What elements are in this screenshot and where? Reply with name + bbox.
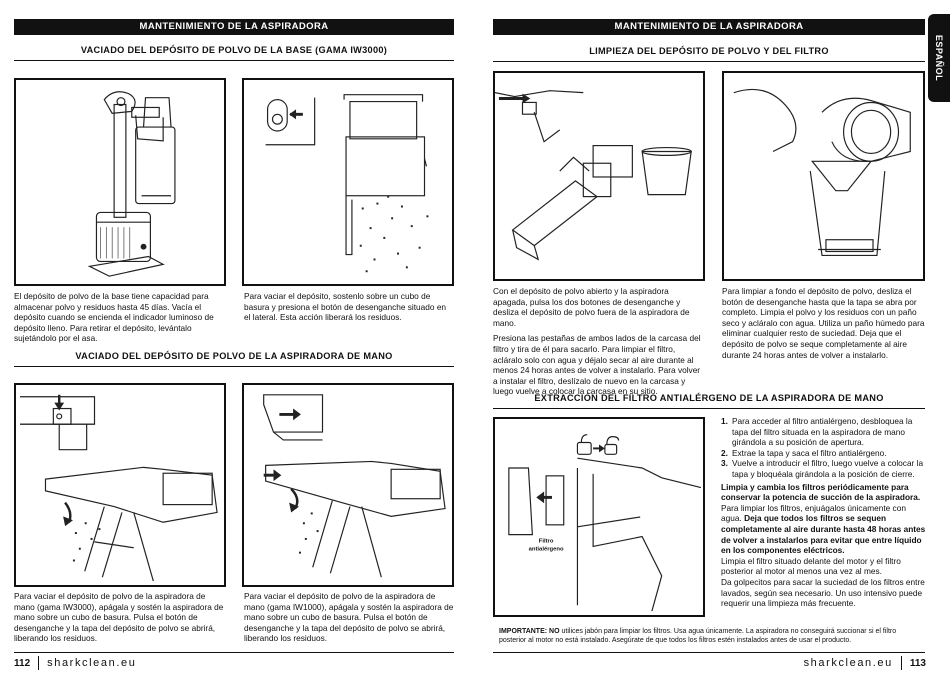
- step-1-text: Para acceder al filtro antialérgeno, des…: [732, 416, 913, 448]
- page-number: 112: [14, 657, 31, 669]
- right-page-header: MANTENIMIENTO DE LA ASPIRADORA: [493, 19, 925, 35]
- base-dustbin-illustration: [87, 91, 176, 277]
- dustbin-removal-text: Con el depósito de polvo abierto y la as…: [493, 286, 705, 397]
- filter-cleaning-bold-1: Limpia y cambia los filtros periódicamen…: [721, 481, 921, 503]
- base-dustbin-empty-illustration: [265, 94, 429, 273]
- filter-cleaning-text-1: Para limpiar los filtros, enjuágalos úni…: [721, 502, 906, 524]
- filter-label-line1: Filtro: [539, 538, 554, 544]
- handheld-iw1000-text: Para vaciar el depósito de polvo de la a…: [244, 591, 454, 644]
- figure-handheld-iw1000: [242, 383, 454, 587]
- divider: [493, 408, 925, 409]
- antiallergen-instructions: 1. Para acceder al filtro antialérgeno, d…: [721, 416, 926, 609]
- step-1: 1. Para acceder al filtro antialérgeno, d…: [721, 416, 926, 448]
- steps-list: 1. Para acceder al filtro antialérgeno, d…: [721, 416, 926, 480]
- filter-cleaning-text-2: Limpia el filtro situado delante del mot…: [721, 555, 901, 577]
- step-3-text: Vuelve a introducir el filtro, luego vue…: [732, 458, 924, 479]
- language-tab-label: ESPAÑOL: [934, 34, 944, 82]
- handheld-iw1000-illustration: [263, 394, 446, 578]
- step-3-number: 3.: [721, 458, 728, 469]
- base-dustbin-text: El depósito de polvo de la base tiene ca…: [14, 291, 214, 344]
- dustbin-clean-text: Para limpiar a fondo el depósito de polv…: [722, 286, 925, 360]
- section-title-handheld-dustbin: VACIADO DEL DEPÓSITO DE POLVO DE LA ASPI…: [75, 351, 393, 361]
- dustbin-clean-illustration: [733, 88, 911, 256]
- footer-rule: [493, 652, 925, 653]
- important-label: IMPORTANTE: NO: [499, 628, 560, 635]
- important-note: IMPORTANTE: NO utilices jabón para limpi…: [499, 628, 925, 646]
- section-title-base-dustbin: VACIADO DEL DEPÓSITO DE POLVO DE LA BASE…: [80, 45, 388, 55]
- dustbin-removal-illustration: [495, 90, 692, 261]
- site-link[interactable]: sharkclean.eu: [47, 656, 137, 669]
- step-2-text: Extrae la tapa y saca el filtro antialér…: [732, 447, 887, 458]
- footer-rule: [14, 652, 454, 653]
- figure-base-dustbin-empty: [242, 78, 454, 286]
- footer-separator: [900, 656, 902, 670]
- important-text: utilices jabón para limpiar los filtros.…: [499, 628, 897, 644]
- step-3: 3. Vuelve a introducir el filtro, luego v…: [721, 458, 926, 479]
- antiallergen-filter-illustration: Filtro antialérgeno: [508, 434, 702, 612]
- step-1-number: 1.: [721, 416, 728, 426]
- step-2: 2. Extrae la tapa y saca el filtro antial…: [721, 448, 926, 459]
- divider: [14, 366, 454, 367]
- page-number: 113: [909, 657, 926, 669]
- left-page: MANTENIMIENTO DE LA ASPIRADORA VACIADO D…: [14, 19, 454, 670]
- handheld-iw3000-text: Para vaciar el depósito de polvo de la a…: [14, 591, 224, 644]
- left-page-header: MANTENIMIENTO DE LA ASPIRADORA: [14, 19, 454, 35]
- divider: [14, 60, 454, 61]
- language-tab: ESPAÑOL: [928, 14, 950, 102]
- left-footer: 112 sharkclean.eu: [14, 656, 136, 670]
- section-title-dustbin-filter: LIMPIEZA DEL DEPÓSITO DE POLVO Y DEL FIL…: [589, 46, 829, 56]
- dustbin-removal-text-p2: Presiona las pestañas de ambos lados de …: [493, 333, 701, 397]
- figure-antiallergen-filter: Filtro antialérgeno: [493, 417, 705, 617]
- figure-base-dustbin: [14, 78, 226, 286]
- right-footer: sharkclean.eu 113: [804, 656, 926, 670]
- dustbin-removal-text-p1: Con el depósito de polvo abierto y la as…: [493, 286, 690, 328]
- filter-cleaning-text-3: Da golpecitos para sacar la suciedad de …: [721, 576, 925, 609]
- base-dustbin-empty-text: Para vaciar el depósito, sostenlo sobre …: [244, 291, 447, 323]
- filter-label-line2: antialérgeno: [529, 546, 564, 552]
- filter-cleaning-bold-2: Deja que todos los filtros se sequen com…: [721, 513, 926, 556]
- footer-separator: [38, 656, 40, 670]
- handheld-iw3000-illustration: [20, 394, 218, 582]
- figure-handheld-iw3000: [14, 383, 226, 587]
- divider: [493, 61, 925, 62]
- figure-dustbin-clean: [722, 71, 925, 281]
- figure-dustbin-removal: [493, 71, 705, 281]
- site-link[interactable]: sharkclean.eu: [803, 656, 893, 669]
- step-2-number: 2.: [721, 447, 728, 458]
- section-title-antiallergen-filter: EXTRACCIÓN DEL FILTRO ANTIALÉRGENO DE LA…: [534, 393, 884, 403]
- right-page: MANTENIMIENTO DE LA ASPIRADORA ESPAÑOL L…: [475, 0, 950, 674]
